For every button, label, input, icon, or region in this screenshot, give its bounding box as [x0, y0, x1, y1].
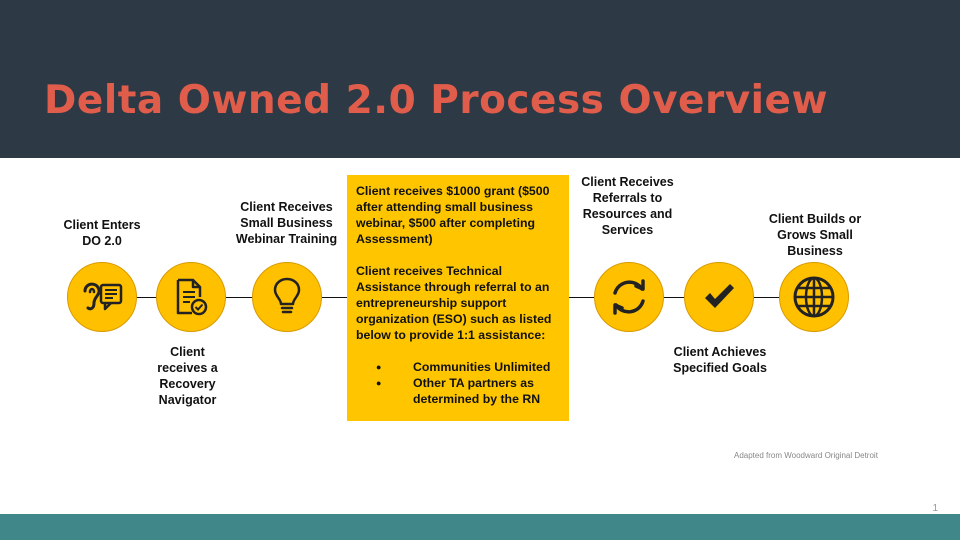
connector-line: [137, 297, 157, 298]
checkmark-icon: [705, 284, 734, 308]
step-circle: [594, 262, 664, 332]
step-label: Client Achieves Specified Goals: [673, 345, 767, 375]
globe-icon: [793, 276, 835, 318]
step-circle: [684, 262, 754, 332]
connector-line: [664, 297, 684, 298]
ear-speech-icon: [83, 282, 123, 311]
footer-bar: [0, 514, 960, 540]
title-banner: [0, 0, 960, 158]
step-label: Client Builds or Grows Small Business: [768, 212, 862, 258]
step-label: Client Receives Referrals to Resources a…: [581, 175, 674, 237]
slide-title: Delta Owned 2.0 Process Overview: [44, 78, 829, 123]
step-label: Client receives a Recovery Navigator: [157, 345, 218, 407]
connector-line: [226, 297, 252, 298]
list-item: Other TA partners as determined by the R…: [356, 375, 561, 407]
document-check-icon: [176, 278, 208, 316]
connector-line: [322, 297, 347, 298]
ta-partner-list: Communities Unlimited Other TA partners …: [356, 359, 561, 407]
source-credit: Adapted from Woodward Original Detroit: [734, 451, 878, 460]
step-label: Client Enters DO 2.0: [63, 218, 141, 248]
step-circle: [252, 262, 322, 332]
grant-details-box: Client receives $1000 grant ($500 after …: [347, 175, 569, 421]
list-item: Communities Unlimited: [356, 359, 561, 375]
grant-text: Client receives $1000 grant ($500 after …: [356, 184, 550, 246]
connector-line: [754, 297, 779, 298]
refresh-cycle-icon: [613, 279, 645, 315]
technical-assistance-text: Client receives Technical Assistance thr…: [356, 264, 552, 342]
lightbulb-icon: [273, 277, 301, 314]
step-label: Client Receives Small Business Webinar T…: [235, 200, 338, 246]
step-circle: [156, 262, 226, 332]
connector-line: [569, 297, 594, 298]
step-circle: [67, 262, 137, 332]
page-number: 1: [932, 503, 938, 514]
step-circle: [779, 262, 849, 332]
